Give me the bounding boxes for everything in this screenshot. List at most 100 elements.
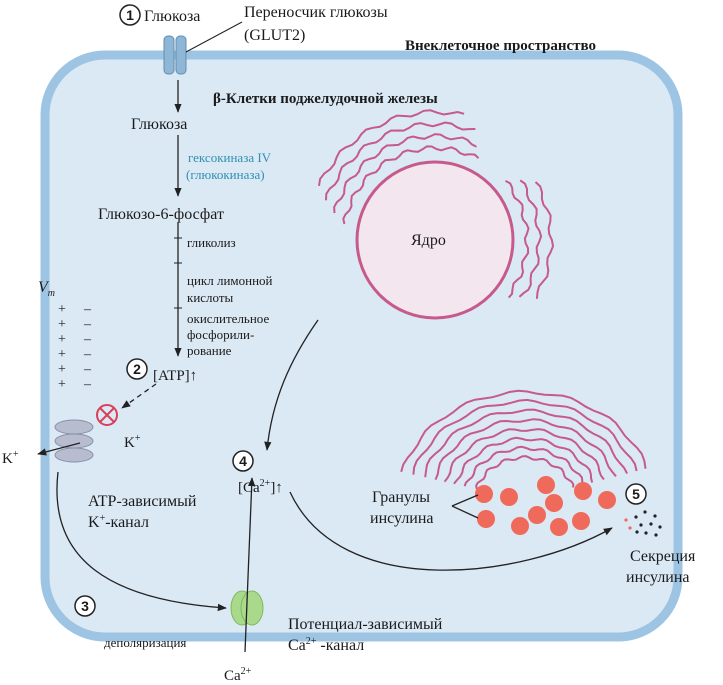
insulin-granule bbox=[545, 494, 563, 512]
golgi-cisterna bbox=[434, 418, 617, 480]
oxphos-label-1: окислительное bbox=[187, 311, 269, 326]
insulin-granule bbox=[500, 488, 518, 506]
golgi-apparatus bbox=[400, 389, 647, 490]
glut2-transporter bbox=[163, 35, 187, 75]
membrane-minus-sign: – bbox=[83, 302, 92, 317]
insulin-granules bbox=[475, 476, 616, 536]
depolarization-label: деполяризация bbox=[104, 635, 186, 650]
insulin-granule bbox=[574, 482, 592, 500]
k-outside-label: K+ bbox=[2, 449, 19, 467]
membrane-minus-sign: – bbox=[83, 332, 92, 347]
arrow-k-efflux bbox=[37, 442, 81, 456]
membrane-minus-sign: – bbox=[83, 317, 92, 332]
er-lamella bbox=[518, 179, 543, 298]
transporter-label: Переносчик глюкозы bbox=[244, 4, 388, 21]
er-lamella bbox=[534, 181, 555, 299]
transporter-name-label: (GLUT2) bbox=[244, 27, 305, 44]
k-inside-label: K+ bbox=[124, 433, 141, 451]
granule-leader-2 bbox=[451, 505, 479, 519]
oxphos-label-3: рование bbox=[187, 343, 232, 358]
step-5-number: 5 bbox=[632, 486, 640, 502]
golgi-cisterna bbox=[424, 408, 628, 478]
glucose-outside-label: Глюкоза bbox=[144, 8, 200, 25]
membrane-minus-signs: –––––– bbox=[83, 302, 92, 392]
membrane-plus-sign: + bbox=[58, 377, 66, 392]
hexokinase-label: гексокиназа IV bbox=[188, 150, 272, 165]
arrow-depolarization bbox=[56, 471, 227, 612]
endoplasmic-reticulum bbox=[318, 109, 555, 299]
g6p-label: Глюкозо-6-фосфат bbox=[98, 206, 224, 223]
glut2-leader bbox=[185, 21, 243, 53]
katp-label-2: K+-канал bbox=[88, 513, 149, 531]
membrane-plus-sign: + bbox=[58, 362, 66, 377]
golgi-cisterna bbox=[412, 398, 638, 475]
glucose-inside-label: Глюкоза bbox=[131, 116, 187, 133]
tca-label-2: кислоты bbox=[187, 290, 234, 305]
step-3-number: 3 bbox=[81, 598, 89, 614]
glucokinase-label: (глюкокиназа) bbox=[186, 167, 265, 182]
er-lamella bbox=[333, 133, 477, 214]
step-1-number: 1 bbox=[126, 7, 134, 23]
er-lamella bbox=[325, 121, 476, 201]
step-1-marker bbox=[119, 4, 141, 26]
secretion-label-2: инсулина bbox=[626, 569, 690, 586]
membrane-minus-sign: – bbox=[83, 347, 92, 362]
katp-channel bbox=[54, 419, 94, 463]
glycolysis-label: гликолиз bbox=[187, 235, 236, 250]
membrane-plus-signs: ++++++ bbox=[58, 302, 66, 392]
ca-channel-label-2: Ca2+ -канал bbox=[288, 636, 364, 654]
extracellular-label: Внеклеточное пространство bbox=[405, 38, 596, 54]
oxphos-label-2: фосфорили- bbox=[187, 327, 254, 342]
step-2-number: 2 bbox=[133, 361, 141, 377]
granule-leader-1 bbox=[451, 494, 479, 507]
arrow-nucleus-to-ca bbox=[264, 319, 319, 451]
membrane-plus-sign: + bbox=[58, 302, 66, 317]
arrow-ca-influx bbox=[244, 477, 256, 653]
ca-outside-label: Ca2+ bbox=[224, 666, 252, 684]
insulin-granule bbox=[598, 491, 616, 509]
atp-label: [ATP]↑ bbox=[153, 368, 197, 384]
step-4-number: 4 bbox=[239, 453, 247, 469]
step-3-marker bbox=[74, 595, 96, 617]
cell-title: β-Клетки поджелудочной железы bbox=[213, 91, 438, 107]
pathway-arrows bbox=[37, 80, 613, 653]
insulin-granule bbox=[475, 485, 493, 503]
arrow-atp-inhibit bbox=[121, 383, 157, 409]
insulin-granule bbox=[528, 506, 546, 524]
katp-label-1: ATP-зависимый bbox=[88, 493, 197, 510]
golgi-cisterna bbox=[463, 445, 584, 487]
insulin-granule bbox=[572, 512, 590, 530]
golgi-cisterna bbox=[400, 389, 647, 473]
membrane-plus-sign: + bbox=[58, 347, 66, 362]
secreted-insulin-dots bbox=[624, 510, 662, 537]
granules-label-1: Гранулы bbox=[372, 489, 430, 506]
vm-label: Vm bbox=[38, 279, 55, 299]
nucleus-label: Ядро bbox=[411, 232, 446, 249]
step-2-marker bbox=[126, 358, 148, 380]
membrane-plus-sign: + bbox=[58, 332, 66, 347]
insulin-granule bbox=[511, 517, 529, 535]
step-5-marker bbox=[625, 483, 647, 505]
secretion-label-1: Секреция bbox=[630, 548, 696, 565]
ca-increase-label: [Ca2+]↑ bbox=[238, 478, 283, 496]
membrane-plus-sign: + bbox=[58, 317, 66, 332]
inhibition-icon bbox=[96, 404, 118, 426]
nucleus bbox=[355, 160, 515, 320]
cell-membrane bbox=[40, 50, 683, 642]
golgi-cisterna bbox=[475, 455, 575, 490]
membrane-minus-sign: – bbox=[83, 377, 92, 392]
insulin-granule bbox=[537, 476, 555, 494]
golgi-cisterna bbox=[443, 428, 605, 483]
er-lamella bbox=[505, 180, 530, 299]
golgi-cisterna bbox=[453, 436, 594, 485]
ca-channel-label-1: Потенциал-зависимый bbox=[288, 616, 443, 633]
step-4-marker bbox=[232, 450, 254, 472]
er-lamella bbox=[342, 145, 480, 225]
step-markers bbox=[74, 4, 647, 617]
tca-label-1: цикл лимонной bbox=[187, 273, 273, 288]
insulin-granule bbox=[477, 510, 495, 528]
membrane-minus-sign: – bbox=[83, 362, 92, 377]
er-lamella bbox=[318, 109, 465, 187]
insulin-granule bbox=[550, 518, 568, 536]
